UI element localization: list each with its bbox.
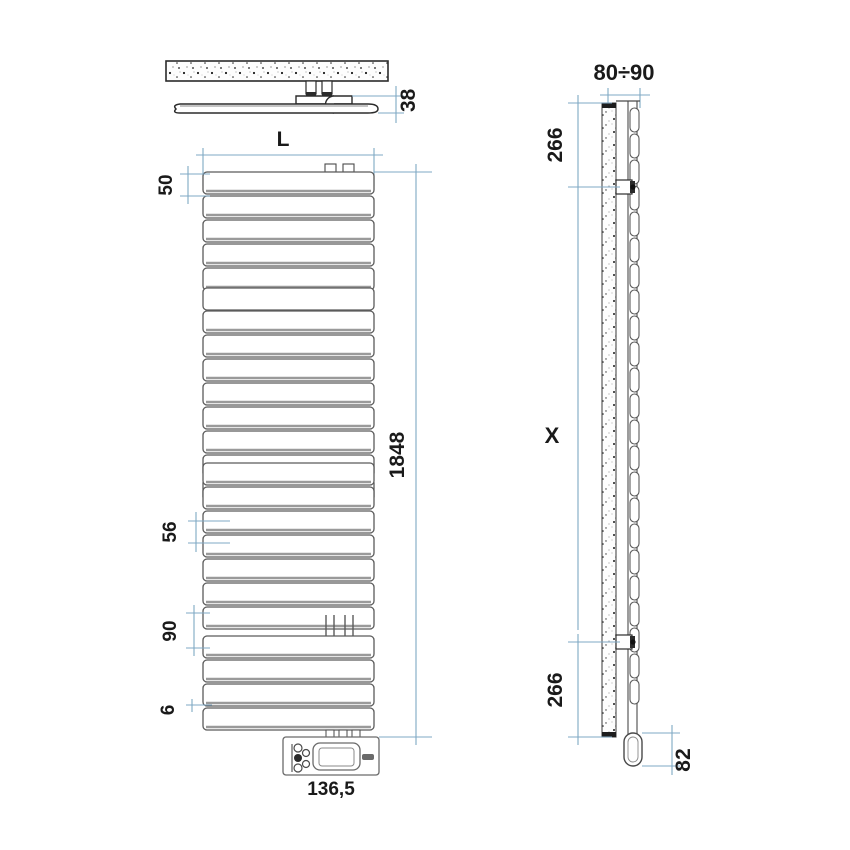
bar-row bbox=[202, 243, 375, 267]
dimension-depth-38: 38 bbox=[352, 86, 420, 123]
dimension-group-gap-90: 90 bbox=[160, 605, 210, 656]
side-elevation-view: 80÷90 bbox=[544, 60, 695, 775]
bar-row bbox=[202, 462, 375, 486]
bar-group-1 bbox=[202, 171, 375, 291]
bar-row bbox=[202, 707, 375, 731]
dimension-overall-X: X bbox=[545, 195, 579, 630]
dimension-label-6: 6 bbox=[158, 705, 179, 716]
dimension-height-1848: 1848 bbox=[374, 164, 432, 745]
dimension-label-266-lower: 266 bbox=[544, 672, 567, 707]
bar-row bbox=[202, 219, 375, 243]
dimension-lower-bracket-266: 266 bbox=[544, 634, 620, 745]
bar-row bbox=[202, 659, 375, 683]
bar-row bbox=[202, 195, 375, 219]
bar-row bbox=[202, 635, 375, 659]
dimension-label-38: 38 bbox=[397, 88, 420, 112]
bar-row bbox=[202, 510, 375, 534]
bar-row bbox=[202, 171, 375, 195]
dimension-label-266-upper: 266 bbox=[544, 127, 567, 162]
lower-wall-bracket bbox=[615, 634, 636, 650]
dimension-label-82: 82 bbox=[672, 748, 695, 771]
dimension-label-X: X bbox=[545, 423, 560, 448]
top-mounting-tabs bbox=[324, 163, 355, 173]
bar-row bbox=[202, 358, 375, 382]
bar-row bbox=[202, 406, 375, 430]
wall-vertical-section bbox=[601, 102, 617, 738]
dimension-bar-pitch-56: 56 bbox=[160, 512, 230, 552]
bar-cross-section-stack bbox=[629, 107, 640, 705]
dimension-label-L: L bbox=[277, 128, 290, 151]
bar-group-3 bbox=[202, 462, 375, 630]
electric-control-unit: 136,5 bbox=[282, 736, 380, 800]
dimension-label-136-5: 136,5 bbox=[307, 779, 355, 800]
bar-row bbox=[202, 430, 375, 454]
dimension-label-90: 90 bbox=[160, 620, 181, 641]
control-knobs bbox=[291, 743, 311, 773]
dimension-upper-bracket-266: 266 bbox=[544, 95, 620, 195]
top-plan-section-view: 38 bbox=[165, 60, 420, 123]
dimension-label-50: 50 bbox=[156, 174, 177, 195]
dimension-label-1848: 1848 bbox=[386, 431, 409, 478]
dimension-label-80-90: 80÷90 bbox=[593, 60, 654, 85]
bar-row bbox=[202, 534, 375, 558]
upper-wall-bracket bbox=[615, 179, 636, 195]
dimension-label-56: 56 bbox=[160, 521, 181, 542]
bar-row bbox=[202, 310, 375, 334]
bar-row bbox=[202, 334, 375, 358]
bar-row bbox=[202, 486, 375, 510]
bottom-foot-profile bbox=[623, 732, 643, 767]
wall-slab-section bbox=[165, 60, 389, 82]
dimension-top-offset-50: 50 bbox=[156, 166, 210, 204]
radiator-plate-profile bbox=[173, 103, 379, 114]
bar-row bbox=[202, 287, 375, 311]
bar-row bbox=[202, 382, 375, 406]
dimension-bar-thickness-6: 6 bbox=[158, 699, 212, 715]
bar-group-4 bbox=[202, 635, 375, 731]
bracket-stems bbox=[305, 80, 333, 96]
bar-row bbox=[202, 683, 375, 707]
bar-row bbox=[202, 558, 375, 582]
front-elevation-view: L bbox=[156, 128, 432, 800]
dimension-width-L: L bbox=[196, 128, 383, 186]
bar-row bbox=[202, 582, 375, 606]
dimension-bottom-82: 82 bbox=[642, 725, 695, 775]
bar-row bbox=[202, 267, 375, 291]
bar-row bbox=[202, 606, 375, 630]
